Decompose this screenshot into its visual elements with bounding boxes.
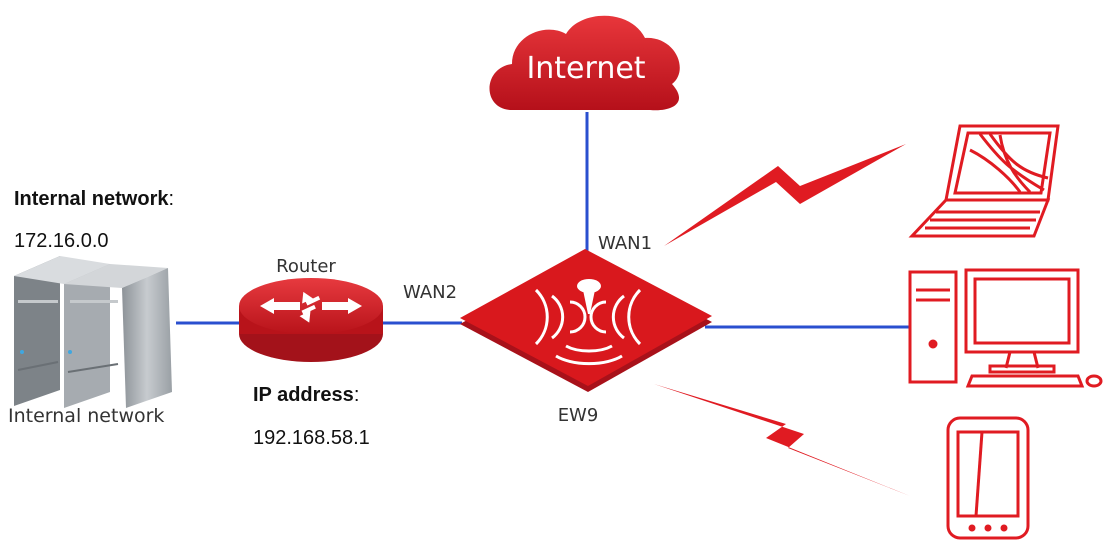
wireless-link-laptop — [664, 144, 906, 246]
ew9-device-icon — [460, 249, 712, 392]
ew9-label: EW9 — [558, 405, 599, 426]
tablet-icon — [946, 416, 1030, 540]
wan1-label: WAN1 — [598, 233, 652, 254]
router-arrows-icon — [260, 291, 362, 323]
wan2-label: WAN2 — [403, 282, 457, 303]
server-label: Internal network — [8, 405, 164, 427]
internet-cloud: Internet — [489, 15, 680, 111]
ip-address-heading: IP address: — [253, 384, 359, 406]
wireless-waves-icon — [534, 288, 642, 366]
ip-address-value: 192.168.58.1 — [253, 427, 370, 449]
internal-network-value: 172.16.0.0 — [14, 230, 109, 252]
laptop-icon — [908, 124, 1060, 238]
internet-label: Internet — [526, 51, 645, 86]
connection-lines — [176, 112, 910, 329]
wireless-link-tablet — [654, 384, 910, 496]
internal-network-heading: Internal network: — [14, 188, 174, 210]
router-label: Router — [276, 256, 336, 277]
server-icon — [14, 256, 172, 408]
desktop-icon — [908, 268, 1103, 388]
router-icon — [239, 278, 383, 362]
